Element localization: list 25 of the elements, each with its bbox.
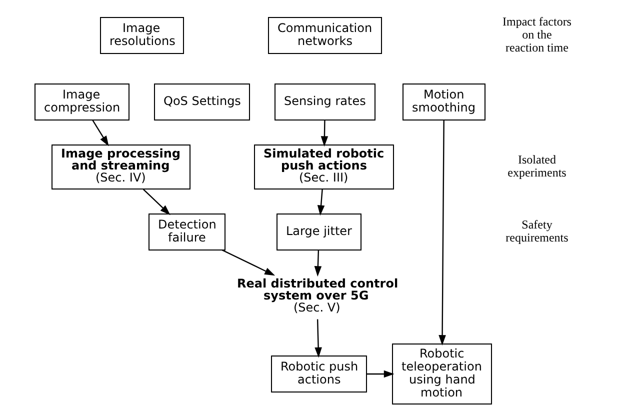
- node-box: Image compression: [34, 84, 129, 120]
- arrow: [221, 250, 275, 276]
- node-box: QoS Settings: [154, 84, 250, 120]
- node-box: Simulated robotic push actions (Sec. III): [254, 144, 394, 190]
- node-box: Image processing and streaming (Sec. IV): [51, 144, 190, 190]
- label: Isolated experiments: [507, 152, 566, 180]
- arrow: [142, 188, 170, 216]
- arrow: [366, 370, 394, 378]
- label: Impact factors on the reaction time: [502, 14, 571, 55]
- arrow: [438, 120, 446, 346]
- arrow: [92, 120, 108, 146]
- node-text: Real distributed control system over 5G (Sec. V): [236, 276, 398, 315]
- arrow: [320, 120, 328, 147]
- node-box: Robotic push actions: [270, 356, 366, 392]
- node-box: Large jitter: [276, 214, 361, 250]
- node-box: Communication networks: [268, 17, 382, 54]
- node-box: Image resolutions: [100, 17, 184, 54]
- label: Safety requirements: [505, 218, 568, 245]
- node-box: Sensing rates: [274, 84, 375, 120]
- node-box: Detection failure: [148, 214, 225, 250]
- node-box: Motion smoothing: [402, 84, 485, 120]
- arrow: [314, 319, 322, 358]
- arrow: [314, 250, 322, 277]
- arrow: [316, 189, 324, 216]
- node-box: Robotic teleoperation using hand motion: [392, 344, 492, 404]
